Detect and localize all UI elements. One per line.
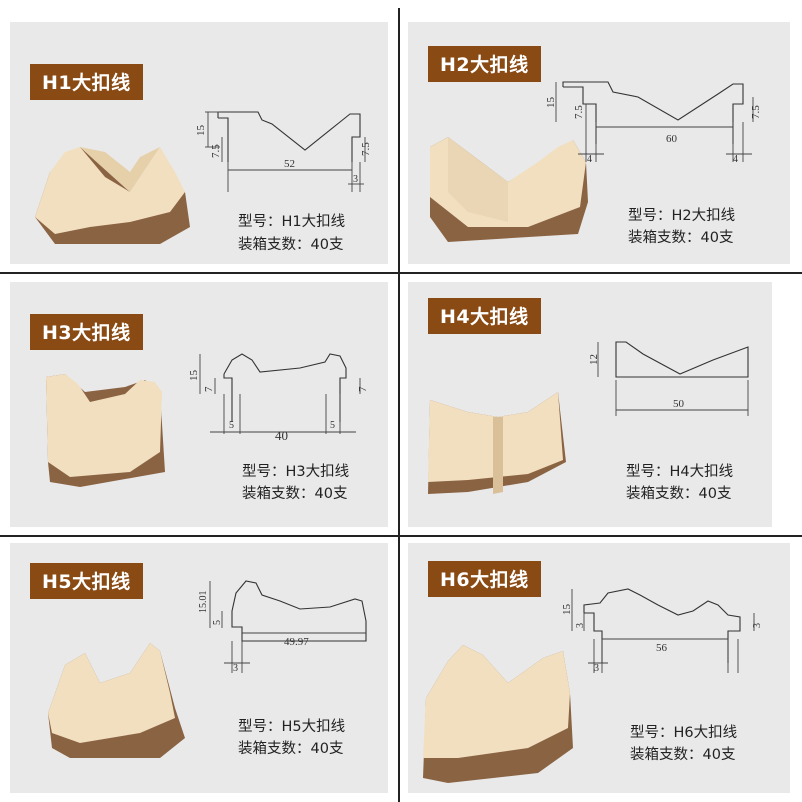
- dim-offset-right: 4: [733, 154, 738, 165]
- pack-count-text-h5: 装箱支数：40支: [238, 741, 344, 757]
- molding-photo-h4: [428, 392, 566, 494]
- grid-divider-horizontal-1: [0, 272, 802, 274]
- dim-step-right: 3: [752, 623, 763, 628]
- profile-drawing-h1: 15 7.5 7.5 52 3: [195, 111, 372, 192]
- dim-offset-right: 5: [330, 420, 335, 431]
- dim-step-right: 7.5: [360, 142, 372, 156]
- dim-step-right: 7.5: [750, 105, 762, 119]
- model-text-h2: 型号：H2大扣线: [628, 208, 736, 224]
- model-text-h1: 型号：H1大扣线: [238, 214, 346, 230]
- dim-step-right: 7: [357, 386, 369, 392]
- product-label-h3: H3大扣线: [30, 314, 143, 350]
- molding-photo-h1: [35, 147, 190, 244]
- dim-offset: 3: [233, 663, 238, 674]
- dim-width: 52: [284, 158, 295, 170]
- model-text-h3: 型号：H3大扣线: [242, 464, 350, 480]
- pack-count-text-h3: 装箱支数：40支: [242, 486, 348, 502]
- dim-step-left: 7.5: [573, 105, 585, 119]
- product-label-h2: H2大扣线: [428, 46, 541, 82]
- product-card-h1: H1大扣线 15 7.5 7.5 52 3 型号：H1大扣线 装箱支数：40支: [10, 22, 388, 264]
- pack-count-text-h1: 装箱支数：40支: [238, 237, 344, 253]
- pack-count-text-h6: 装箱支数：40支: [630, 747, 736, 763]
- dim-width: 40: [275, 428, 288, 443]
- molding-photo-h2: [430, 137, 588, 242]
- dim-offset-left: 4: [587, 154, 592, 165]
- dim-step-left: 7: [203, 386, 215, 392]
- pack-count-text-h4: 装箱支数：40支: [626, 486, 732, 502]
- dim-width: 56: [656, 642, 668, 654]
- product-card-h6: H6大扣线 15 3 3 56 3 型号：H6大扣线 装箱支数：40支: [408, 543, 790, 793]
- model-text-h6: 型号：H6大扣线: [630, 725, 738, 741]
- product-card-h4: H4大扣线 12 50 型号：H4大扣线 装箱支数：40支: [408, 282, 772, 527]
- molding-photo-h3: [46, 374, 165, 487]
- product-card-h3: H3大扣线 15 7 7 5 40 5 型号：H3大扣线 装箱支数：40支: [10, 282, 388, 527]
- molding-photo-h5: [48, 643, 185, 758]
- dim-width: 60: [666, 133, 678, 145]
- dim-height: 15: [188, 370, 200, 382]
- dim-height: 15: [561, 604, 573, 616]
- model-text-h5: 型号：H5大扣线: [238, 719, 346, 735]
- model-text-h4: 型号：H4大扣线: [626, 464, 734, 480]
- profile-drawing-h2: 15 7.5 7.5 60 4 4: [545, 81, 762, 165]
- product-label-h5: H5大扣线: [30, 563, 143, 599]
- grid-divider-vertical: [398, 8, 400, 802]
- product-card-h2: H2大扣线 15 7.5 7.5 60 4 4 型号：H2大扣线 装箱支数：40…: [408, 22, 790, 264]
- product-label-h4: H4大扣线: [428, 298, 541, 334]
- dim-step-left: 3: [575, 623, 586, 628]
- dim-height: 12: [588, 354, 600, 365]
- dim-step-left: 7.5: [210, 144, 222, 158]
- molding-photo-h6: [423, 645, 573, 783]
- profile-drawing-h5: 15.01 5 49.97 3: [198, 580, 367, 674]
- dim-width: 50: [673, 398, 685, 410]
- profile-drawing-h3: 15 7 7 5 40 5: [188, 353, 369, 443]
- product-label-h6: H6大扣线: [428, 561, 541, 597]
- grid-divider-horizontal-2: [0, 535, 802, 537]
- dim-height: 15.01: [198, 591, 209, 614]
- dim-offset: 3: [594, 663, 599, 674]
- profile-drawing-h6: 15 3 3 56 3: [561, 588, 763, 674]
- product-label-h1: H1大扣线: [30, 64, 143, 100]
- dim-width: 49.97: [284, 636, 309, 648]
- pack-count-text-h2: 装箱支数：40支: [628, 230, 734, 246]
- dim-height: 15: [545, 97, 557, 109]
- dim-step: 5: [212, 620, 223, 625]
- product-card-h5: H5大扣线 15.01 5 49.97 3 型号：H5大扣线 装箱支数：40支: [10, 543, 388, 793]
- dim-height: 15: [195, 125, 207, 137]
- dim-offset: 3: [353, 174, 358, 185]
- profile-drawing-h4: 12 50: [588, 341, 749, 416]
- dim-offset-left: 5: [229, 420, 234, 431]
